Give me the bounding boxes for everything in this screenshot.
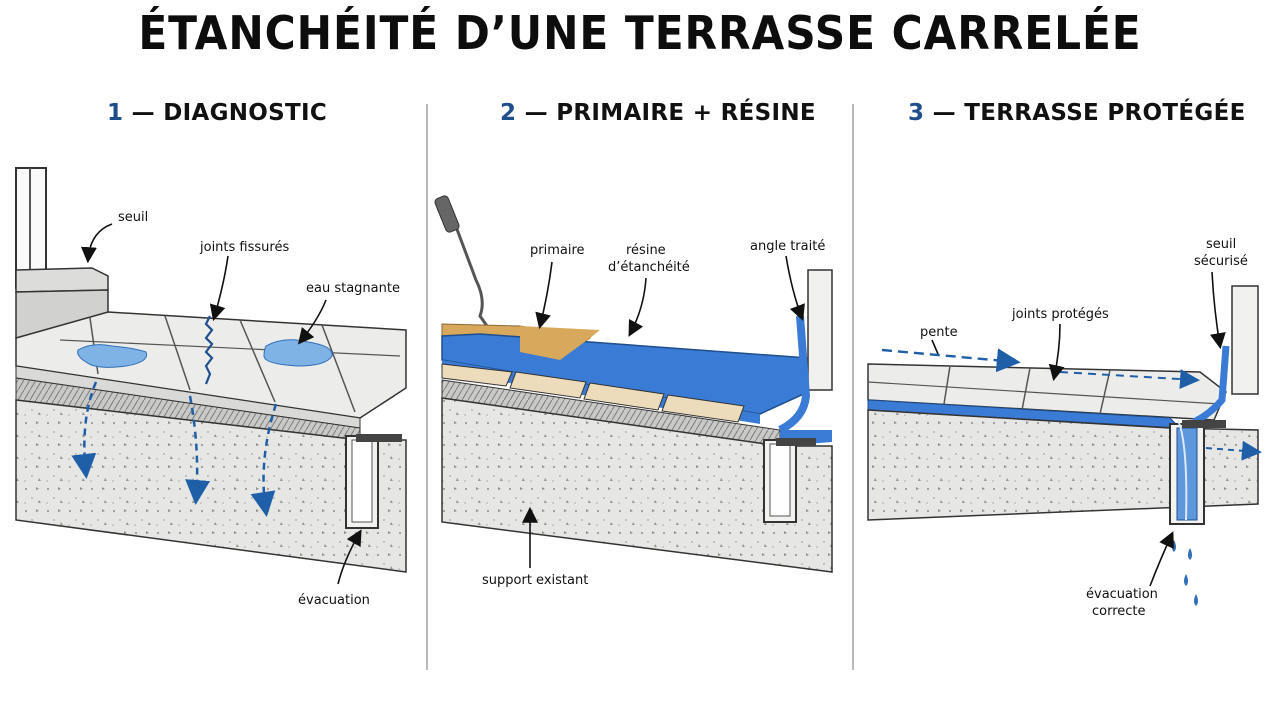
label-joints-fissures: joints fissurés — [199, 240, 289, 255]
label-seuil-line-1: seuil — [1206, 237, 1236, 252]
label-seuil: seuil — [118, 210, 148, 225]
label-joints-proteges: joints protégés — [1011, 307, 1109, 322]
label-seuil-line-2: sécurisé — [1194, 254, 1248, 269]
label-resine-line-1: résine — [626, 243, 666, 258]
label-evacuation: évacuation — [298, 593, 370, 608]
label-resine-line-2: d’étanchéité — [608, 260, 690, 275]
label-eau-stagnante: eau stagnante — [306, 281, 400, 296]
panel-1-drawing — [16, 168, 406, 584]
label-pente: pente — [920, 325, 958, 340]
panel-3-drawing — [868, 272, 1258, 606]
label-support-existant: support existant — [482, 573, 588, 588]
label-evacuation-line-2: correcte — [1092, 604, 1146, 619]
label-angle-traite: angle traité — [750, 239, 825, 254]
label-primaire: primaire — [530, 243, 585, 258]
label-evacuation-line-1: évacuation — [1086, 587, 1158, 602]
